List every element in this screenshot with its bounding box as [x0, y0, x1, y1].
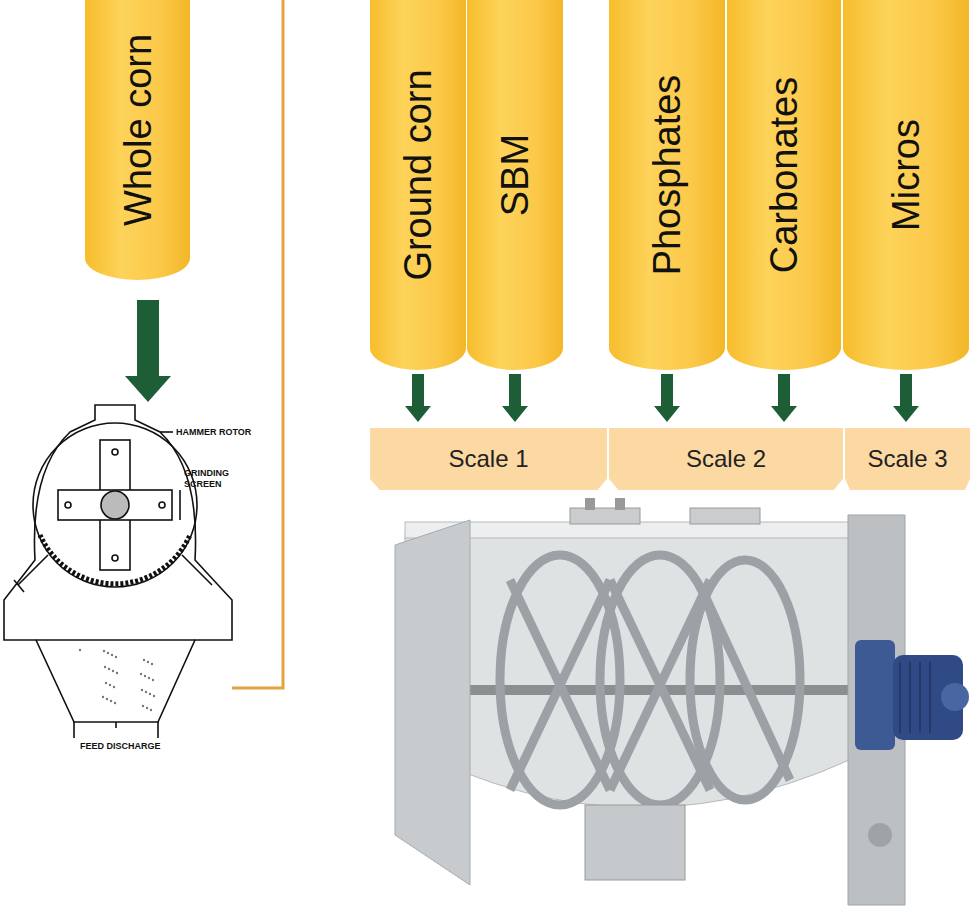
storage-bin: Phosphates: [609, 0, 725, 370]
grain-dots: [79, 649, 155, 711]
storage-bin: Micros: [843, 0, 969, 370]
part-label: HAMMER ROTOR: [176, 427, 256, 438]
arrow-shape: [405, 374, 431, 422]
grain-dot: [111, 654, 113, 656]
part-label: GRINDING SCREEN: [184, 468, 244, 490]
grain-dot: [109, 684, 111, 686]
grain-dot: [152, 679, 154, 681]
storage-bin: Whole corn: [85, 0, 190, 280]
grain-dot: [141, 689, 143, 691]
grain-dot: [107, 652, 109, 654]
transfer-line: [232, 0, 283, 688]
arrow-shape: [502, 374, 528, 422]
flow-arrow: [893, 374, 919, 422]
bin-label: Ground corn: [397, 69, 440, 280]
grain-dot: [142, 705, 144, 707]
grain-dot: [113, 686, 115, 688]
storage-bin: SBM: [467, 0, 563, 370]
grain-dot: [150, 709, 152, 711]
grain-dot: [103, 650, 105, 652]
scale-box: Scale 2: [609, 428, 843, 490]
grain-dot: [144, 675, 146, 677]
grain-dot: [140, 673, 142, 675]
scale-label: Scale 1: [448, 445, 528, 473]
bin-label: SBM: [494, 134, 537, 216]
scale-box: Scale 3: [845, 428, 970, 490]
scale-box: Scale 1: [370, 428, 607, 490]
grain-dot: [145, 691, 147, 693]
flow-arrow: [654, 374, 680, 422]
flow-arrow: [125, 300, 171, 402]
hammer-mill: [4, 405, 232, 738]
grain-dot: [147, 661, 149, 663]
grain-dot: [105, 682, 107, 684]
grain-dot: [116, 672, 118, 674]
grain-dot: [115, 656, 117, 658]
grain-dot: [79, 649, 81, 651]
bin-label: Carbonates: [763, 77, 806, 273]
flow-arrow: [771, 374, 797, 422]
flow-arrow: [502, 374, 528, 422]
scale-label: Scale 2: [686, 445, 766, 473]
grain-dot: [106, 698, 108, 700]
bin-label: Whole corn: [116, 34, 159, 226]
flow-arrow: [405, 374, 431, 422]
storage-bin: Ground corn: [370, 0, 466, 370]
grain-dot: [146, 707, 148, 709]
grain-dot: [104, 666, 106, 668]
grain-dot: [148, 677, 150, 679]
grain-dot: [151, 663, 153, 665]
grain-dot: [143, 659, 145, 661]
grain-dot: [110, 700, 112, 702]
arrow-shape: [893, 374, 919, 422]
grain-dot: [112, 670, 114, 672]
grain-dot: [153, 695, 155, 697]
grain-dot: [114, 702, 116, 704]
ribbon-mixer: [395, 498, 969, 905]
storage-bin: Carbonates: [727, 0, 841, 370]
grain-dot: [108, 668, 110, 670]
arrow-shape: [654, 374, 680, 422]
grain-dot: [102, 696, 104, 698]
bin-label: Micros: [885, 119, 928, 231]
grain-dot: [149, 693, 151, 695]
arrow-shape: [771, 374, 797, 422]
scale-label: Scale 3: [867, 445, 947, 473]
part-label: FEED DISCHARGE: [80, 741, 180, 752]
bin-label: Phosphates: [646, 75, 689, 276]
